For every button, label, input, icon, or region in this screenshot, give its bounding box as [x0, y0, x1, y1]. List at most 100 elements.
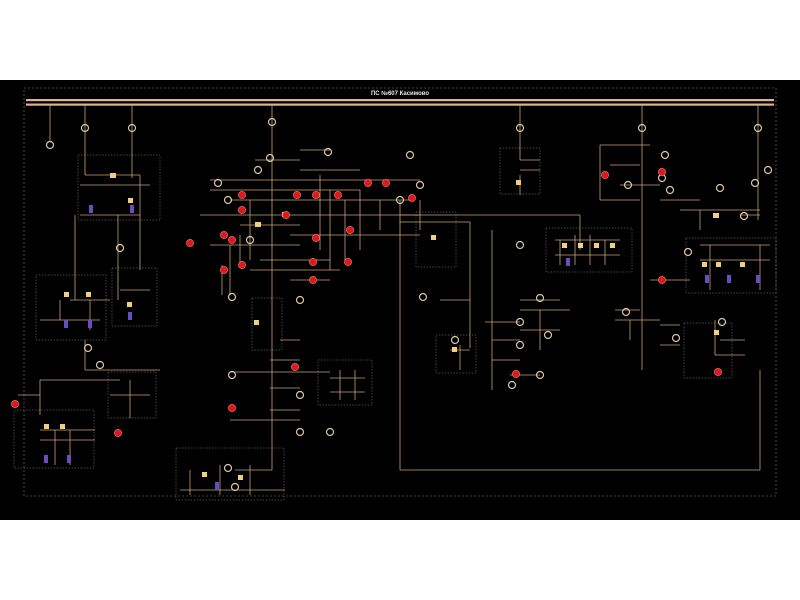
switching-device: [716, 262, 721, 267]
switching-device: [89, 205, 93, 213]
switching-device: [44, 455, 48, 463]
terminal-node: [265, 153, 275, 163]
switching-device: [713, 213, 719, 218]
alarm-node: [309, 258, 317, 266]
bay-frame: [683, 322, 733, 379]
terminal-node: [753, 123, 763, 133]
switching-device: [215, 482, 219, 490]
alarm-node: [238, 206, 246, 214]
alarm-node: [220, 231, 228, 239]
terminal-node: [245, 235, 255, 245]
terminal-node: [507, 380, 517, 390]
alarm-node: [512, 370, 520, 378]
bay-frame: [685, 237, 777, 294]
terminal-node: [295, 390, 305, 400]
switching-device: [594, 243, 599, 248]
bay-frame: [251, 297, 283, 351]
terminal-node: [535, 293, 545, 303]
bay-frame: [545, 227, 633, 273]
switching-device: [727, 275, 731, 283]
switching-device: [60, 424, 65, 429]
terminal-node: [325, 427, 335, 437]
bay-frame: [13, 409, 95, 469]
alarm-node: [186, 239, 194, 247]
terminal-node: [227, 292, 237, 302]
terminal-node: [515, 123, 525, 133]
terminal-node: [415, 180, 425, 190]
switching-device: [610, 243, 615, 248]
terminal-node: [295, 427, 305, 437]
alarm-node: [114, 429, 122, 437]
terminal-node: [323, 147, 333, 157]
terminal-node: [515, 317, 525, 327]
alarm-node: [282, 211, 290, 219]
alarm-node: [228, 404, 236, 412]
alarm-node: [346, 226, 354, 234]
switching-device: [64, 320, 68, 328]
main-busbar-lower: [26, 103, 774, 106]
switching-device: [254, 320, 259, 325]
switching-device: [130, 205, 134, 213]
terminal-node: [450, 335, 460, 345]
alarm-node: [364, 179, 372, 187]
alarm-node: [408, 194, 416, 202]
terminal-node: [253, 165, 263, 175]
terminal-node: [750, 178, 760, 188]
terminal-node: [515, 240, 525, 250]
switching-device: [714, 330, 719, 335]
main-busbar-system: ПС №607 Касимово: [26, 90, 774, 106]
switching-device: [64, 292, 69, 297]
alarm-node: [291, 363, 299, 371]
switching-device: [740, 262, 745, 267]
alarm-node: [344, 258, 352, 266]
terminal-node: [295, 295, 305, 305]
terminal-node: [223, 463, 233, 473]
terminal-node: [127, 123, 137, 133]
main-busbar-upper: [26, 99, 774, 102]
terminal-node: [660, 150, 670, 160]
switching-device: [516, 180, 521, 185]
alarm-node: [220, 266, 228, 274]
terminal-node: [717, 317, 727, 327]
bay-frame: [111, 267, 158, 327]
alarm-node: [601, 171, 609, 179]
terminal-node: [543, 330, 553, 340]
terminal-node: [80, 123, 90, 133]
switching-device: [128, 198, 133, 203]
alarm-node: [293, 191, 301, 199]
terminal-node: [223, 195, 233, 205]
terminal-node: [95, 360, 105, 370]
bay-frame: [77, 154, 161, 221]
switching-device: [67, 455, 71, 463]
terminal-node: [395, 195, 405, 205]
switching-device: [202, 472, 207, 477]
alarm-node: [309, 276, 317, 284]
switching-device: [578, 243, 583, 248]
switching-device: [702, 262, 707, 267]
terminal-node: [665, 185, 675, 195]
terminal-node: [763, 165, 773, 175]
switching-device: [562, 243, 567, 248]
terminal-node: [267, 117, 277, 127]
alarm-node: [11, 400, 19, 408]
bay-frame: [415, 211, 457, 268]
terminal-node: [45, 140, 55, 150]
switching-device: [431, 235, 436, 240]
terminal-node: [418, 292, 428, 302]
diagram-title: ПС №607 Касимово: [371, 90, 429, 97]
connection-lines: [18, 105, 770, 495]
switching-device: [127, 302, 132, 307]
switching-device: [86, 292, 91, 297]
alarm-node: [714, 368, 722, 376]
alarm-node: [312, 234, 320, 242]
alarm-node: [334, 191, 342, 199]
terminal-node: [623, 180, 633, 190]
alarm-node: [238, 261, 246, 269]
terminal-node: [739, 211, 749, 221]
switching-device: [44, 424, 49, 429]
switching-device: [756, 275, 760, 283]
switching-device: [88, 320, 92, 328]
alarm-node: [382, 179, 390, 187]
terminal-node: [621, 307, 631, 317]
